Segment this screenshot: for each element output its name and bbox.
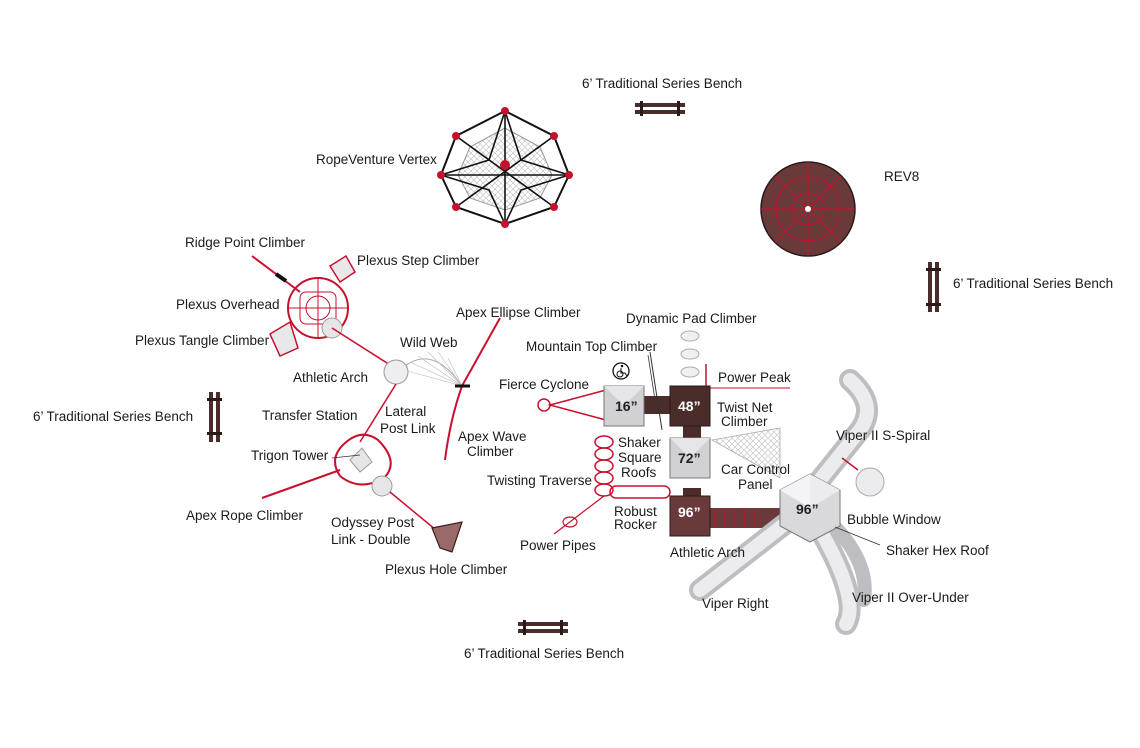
label-robust-rocker-2: Rocker: [614, 517, 657, 532]
label-plexus-hole: Plexus Hole Climber: [385, 562, 508, 577]
label-twist-net-2: Climber: [721, 414, 768, 429]
label-car-control-1: Car Control: [721, 462, 790, 477]
label-odyssey-2: Link - Double: [331, 532, 411, 547]
viper-right-slide: [689, 509, 801, 601]
deck-label-96-hex: 96”: [796, 501, 819, 517]
apex-ellipse-climber: [461, 317, 501, 387]
label-twisting-traverse: Twisting Traverse: [487, 473, 592, 488]
label-shaker-square-3: Roofs: [621, 465, 657, 480]
label-transfer-station: Transfer Station: [262, 408, 358, 423]
bench-top: [635, 101, 685, 116]
label-apex-wave-2: Climber: [467, 444, 514, 459]
leader-lines: [331, 354, 881, 546]
wheelchair-icon: [612, 362, 630, 380]
label-twist-net-1: Twist Net: [717, 400, 773, 415]
label-apex-wave-1: Apex Wave: [458, 429, 527, 444]
label-ridge-point: Ridge Point Climber: [185, 235, 306, 250]
label-athletic-arch-right: Athletic Arch: [670, 545, 745, 560]
apex-wave-climber: [444, 384, 470, 461]
label-bench-right: 6’ Traditional Series Bench: [953, 276, 1113, 291]
label-rope-vertex: RopeVenture Vertex: [316, 152, 437, 167]
label-bench-top: 6’ Traditional Series Bench: [582, 76, 742, 91]
label-bench-left: 6’ Traditional Series Bench: [33, 409, 193, 424]
label-power-pipes: Power Pipes: [520, 538, 596, 553]
wild-web: [331, 327, 463, 387]
label-fierce-cyclone: Fierce Cyclone: [499, 377, 589, 392]
ropeventure-vertex: [437, 107, 573, 228]
apex-rope-climber: [261, 469, 341, 499]
deck-72: [669, 437, 711, 479]
ridge-point-climber: [251, 255, 301, 293]
label-apex-rope: Apex Rope Climber: [186, 508, 304, 523]
dynamic-pad-climber: [680, 330, 700, 378]
bench-right: [926, 262, 941, 312]
label-robust-rocker-1: Robust: [614, 504, 657, 519]
power-pipes: [553, 495, 605, 535]
plexus-hole-climber: [431, 521, 463, 553]
label-rev8: REV8: [884, 169, 919, 184]
label-shaker-square-1: Shaker: [618, 435, 661, 450]
label-viper-s-spiral: Viper II S-Spiral: [836, 428, 930, 443]
power-peak: [705, 364, 790, 389]
deck-96-hex: [779, 473, 841, 543]
label-apex-ellipse: Apex Ellipse Climber: [456, 305, 581, 320]
label-dynamic-pad: Dynamic Pad Climber: [626, 311, 757, 326]
deck-16: [603, 385, 645, 427]
lateral-post-link: [359, 383, 397, 443]
label-lateral-1: Lateral: [385, 404, 426, 419]
label-bench-bottom: 6’ Traditional Series Bench: [464, 646, 624, 661]
bench-left: [207, 392, 222, 442]
plexus-tangle-climber: [269, 320, 299, 357]
label-bubble-window: Bubble Window: [847, 512, 941, 527]
robust-rocker: [609, 485, 671, 499]
label-trigon-tower: Trigon Tower: [251, 448, 329, 463]
label-plexus-tangle: Plexus Tangle Climber: [135, 333, 270, 348]
label-mountain-top: Mountain Top Climber: [526, 339, 658, 354]
odyssey-post-link: [371, 475, 437, 531]
deck-label-48: 48”: [678, 398, 701, 414]
label-lateral-2: Post Link: [380, 421, 436, 436]
viper-s-spiral: [809, 369, 885, 497]
bench-bottom: [518, 620, 568, 635]
deck-label-72: 72”: [678, 450, 701, 466]
label-plexus-overhead: Plexus Overhead: [176, 297, 280, 312]
label-athletic-arch-left: Athletic Arch: [293, 370, 368, 385]
plexus-overhead: [287, 277, 349, 339]
label-odyssey-1: Odyssey Post: [331, 515, 415, 530]
label-car-control-2: Panel: [738, 477, 773, 492]
label-shaker-hex: Shaker Hex Roof: [886, 543, 989, 558]
deck-96-left: [669, 495, 711, 537]
athletic-arch-left: [383, 359, 409, 385]
label-power-peak: Power Peak: [718, 370, 791, 385]
mountain-top-climber: [649, 351, 663, 431]
label-viper-right: Viper Right: [702, 596, 769, 611]
plexus-step-climber: [328, 254, 356, 284]
deck-label-96-left: 96”: [678, 504, 701, 520]
bubble-window: [841, 457, 859, 471]
label-wild-web: Wild Web: [400, 335, 458, 350]
fierce-cyclone: [537, 389, 607, 421]
label-shaker-square-2: Square: [618, 450, 662, 465]
twisting-traverse: [594, 435, 614, 497]
rev8-spinner: [760, 161, 856, 257]
viper-over-under-slide: [809, 513, 872, 635]
label-plexus-step: Plexus Step Climber: [357, 253, 480, 268]
deck-48: [669, 385, 711, 427]
twist-net-climber: [710, 427, 781, 479]
label-viper-over-under: Viper II Over-Under: [852, 590, 969, 605]
deck-label-16: 16”: [615, 398, 638, 414]
